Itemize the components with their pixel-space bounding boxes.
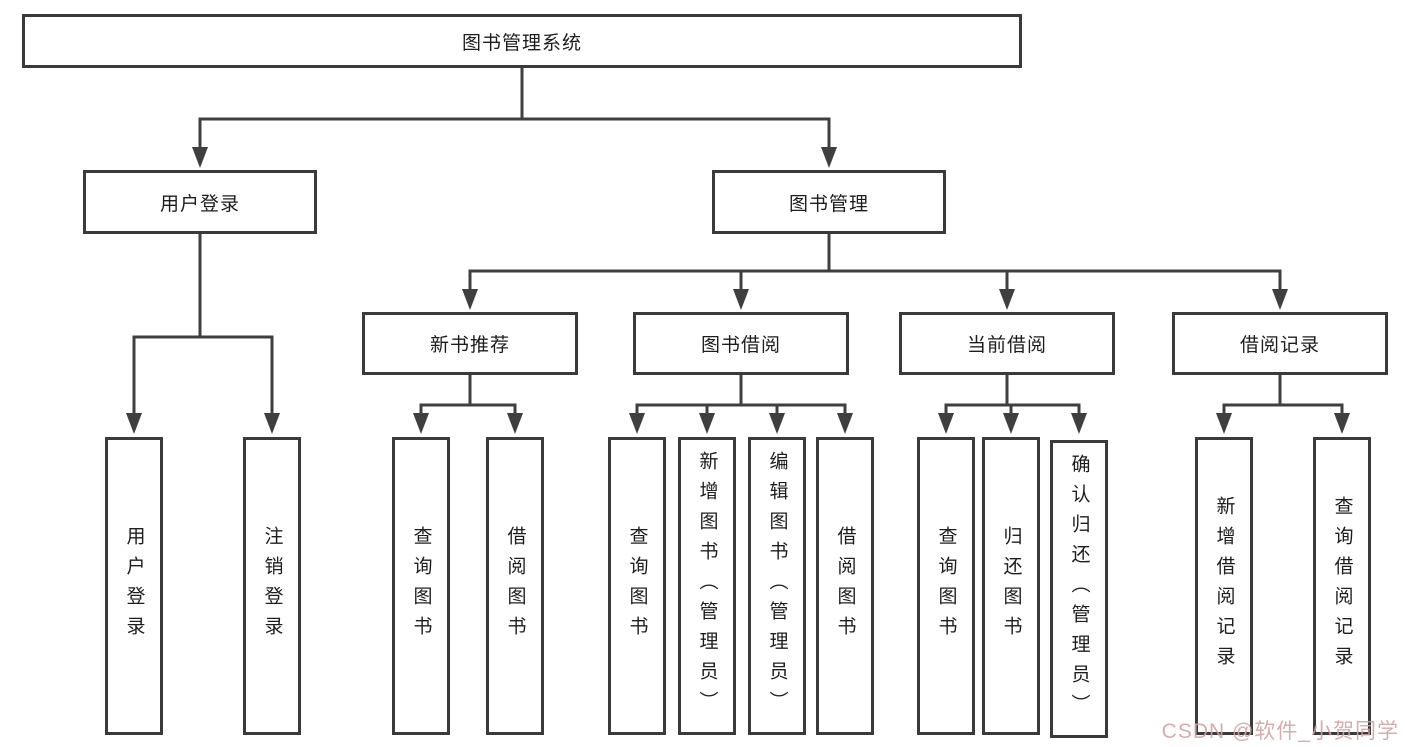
node-label: 查询图书 <box>410 526 432 646</box>
leaf-edit-book-admin: 编辑图书（管理员） <box>748 437 806 735</box>
leaf-add-book-admin: 新增图书（管理员） <box>678 437 736 735</box>
leaf-query-book-current: 查询图书 <box>917 437 975 735</box>
node-label: 查询借阅记录 <box>1331 496 1353 676</box>
node-label: 图书管理 <box>788 193 869 215</box>
node-current-borrow: 当前借阅 <box>899 312 1115 375</box>
node-label: 新增图书（管理员） <box>696 451 718 721</box>
edge-book-mgmt-to-level3 <box>468 234 1282 293</box>
node-label: 查询图书 <box>935 526 957 646</box>
node-user-login: 用户登录 <box>83 170 317 234</box>
node-borrow-record: 借阅记录 <box>1172 312 1388 375</box>
node-label: 确认归还（管理员） <box>1068 454 1090 724</box>
node-label: 借阅图书 <box>834 526 856 646</box>
leaf-query-book-recommend: 查询图书 <box>392 437 450 735</box>
leaf-confirm-return-admin: 确认归还（管理员） <box>1050 440 1108 738</box>
node-new-book-recommend: 新书推荐 <box>362 312 578 375</box>
edge-user-login-to-leaves <box>132 234 274 417</box>
edge-current-borrow-group <box>944 375 1081 417</box>
leaf-return-book: 归还图书 <box>982 437 1040 735</box>
node-label: 图书管理系统 <box>461 32 582 54</box>
leaf-logout-login: 注销登录 <box>243 437 301 735</box>
node-label: 借阅图书 <box>504 526 526 646</box>
node-book-borrow: 图书借阅 <box>633 312 849 375</box>
edge-book-borrow-group <box>635 375 847 417</box>
node-label: 用户登录 <box>123 526 145 646</box>
leaf-add-borrow-record: 新增借阅记录 <box>1195 437 1253 735</box>
node-label: 用户登录 <box>159 193 240 215</box>
node-label: 图书借阅 <box>700 335 781 356</box>
node-label: 查询图书 <box>626 526 648 646</box>
leaf-borrow-book: 借阅图书 <box>816 437 874 735</box>
leaf-query-borrow-record: 查询借阅记录 <box>1313 437 1371 735</box>
node-label: 借阅记录 <box>1239 335 1320 356</box>
node-label: 归还图书 <box>1000 526 1022 646</box>
leaf-borrow-book-recommend: 借阅图书 <box>486 437 544 735</box>
edge-new-book-group <box>419 375 517 417</box>
node-book-management: 图书管理 <box>712 170 946 234</box>
node-label: 新书推荐 <box>429 335 510 356</box>
node-label: 当前借阅 <box>966 335 1047 356</box>
node-label: 注销登录 <box>261 526 283 646</box>
edge-root-to-level2 <box>198 68 831 150</box>
edge-borrow-record-group <box>1222 375 1344 417</box>
node-label: 编辑图书（管理员） <box>766 451 788 721</box>
leaf-user-login: 用户登录 <box>105 437 163 735</box>
arrowheads <box>126 147 1350 434</box>
leaf-query-book-borrow: 查询图书 <box>608 437 666 735</box>
node-label: 新增借阅记录 <box>1213 496 1235 676</box>
node-library-management-system: 图书管理系统 <box>22 14 1022 68</box>
csdn-watermark: CSDN @软件_小贺同学 <box>1161 720 1399 743</box>
